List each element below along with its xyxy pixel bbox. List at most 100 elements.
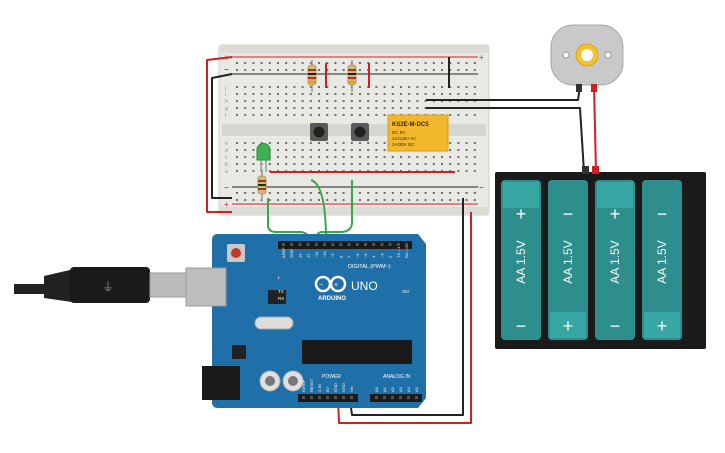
bb-hole bbox=[260, 86, 263, 88]
wire-black-relay-battery[interactable] bbox=[426, 107, 585, 173]
header-pin[interactable] bbox=[339, 243, 343, 246]
bb-hole bbox=[236, 100, 238, 102]
header-pin[interactable] bbox=[350, 396, 353, 399]
bb-hole bbox=[424, 107, 427, 109]
rail-hole bbox=[359, 199, 361, 201]
wire-red-left[interactable] bbox=[206, 56, 233, 213]
header-pin[interactable] bbox=[347, 243, 351, 246]
digital-pin-label: 13 bbox=[297, 253, 302, 258]
header-pin[interactable] bbox=[396, 243, 400, 246]
bb-hole bbox=[252, 156, 255, 158]
svg-text:+: + bbox=[334, 282, 338, 289]
header-pin[interactable] bbox=[314, 243, 318, 246]
header-pin[interactable] bbox=[405, 243, 408, 246]
rail-hole bbox=[236, 69, 238, 71]
wire-red-5v[interactable] bbox=[337, 212, 472, 424]
header-pin[interactable] bbox=[415, 396, 418, 399]
rail-hole bbox=[293, 192, 296, 194]
header-pin[interactable] bbox=[383, 396, 386, 399]
header-pin[interactable] bbox=[323, 243, 326, 246]
header-pin[interactable] bbox=[282, 243, 285, 246]
header-pin[interactable] bbox=[342, 396, 345, 399]
usb-port[interactable] bbox=[185, 267, 227, 307]
relay[interactable]: KS2E-M-DC5 DC 5V 1A/125V AC 2A/30V DC bbox=[387, 114, 449, 152]
rail-hole bbox=[301, 192, 304, 194]
rail-hole bbox=[326, 69, 329, 71]
arduino-uno[interactable]: − + ARDUINO UNO DIGITAL (PWM~) POWER ANA… bbox=[185, 234, 426, 408]
bb-hole bbox=[408, 93, 411, 95]
header-pin[interactable] bbox=[364, 243, 367, 246]
usb-cable[interactable]: ⏚ bbox=[14, 267, 187, 303]
bb-hole bbox=[432, 156, 435, 158]
bb-hole bbox=[293, 114, 296, 116]
header-pin[interactable] bbox=[331, 243, 335, 246]
header-pin[interactable] bbox=[306, 243, 310, 246]
bb-hole bbox=[383, 93, 386, 95]
bb-hole bbox=[441, 163, 443, 165]
bb-hole bbox=[375, 114, 378, 116]
bb-hole bbox=[342, 142, 345, 144]
rail-hole bbox=[408, 199, 411, 201]
header-pin[interactable] bbox=[372, 243, 376, 246]
resistor-1[interactable] bbox=[307, 60, 317, 92]
rail-hole bbox=[432, 69, 435, 71]
rail-hole bbox=[326, 192, 329, 194]
rail-hole bbox=[277, 62, 279, 64]
wire-red-motor-battery[interactable] bbox=[593, 85, 597, 173]
digital-pin-label: ~5 bbox=[363, 253, 368, 258]
rail-hole bbox=[293, 69, 296, 71]
arduino-model: UNO bbox=[351, 279, 378, 293]
header-pin[interactable] bbox=[380, 243, 384, 246]
digital-pin-label: RX←0 bbox=[404, 245, 409, 258]
digital-header-label: DIGITAL (PWM~) bbox=[348, 264, 391, 270]
bb-hole bbox=[391, 100, 394, 102]
wire-black-left[interactable] bbox=[211, 73, 233, 199]
header-pin[interactable] bbox=[355, 243, 359, 246]
bb-hole bbox=[359, 107, 361, 109]
header-pin[interactable] bbox=[326, 396, 329, 399]
power-pin-label: RESET bbox=[309, 378, 314, 392]
bb-hole bbox=[359, 86, 361, 88]
resistor-2[interactable] bbox=[347, 60, 357, 92]
bb-hole bbox=[236, 142, 238, 144]
dc-motor[interactable] bbox=[550, 24, 624, 92]
bb-hole bbox=[449, 149, 452, 151]
header-pin[interactable] bbox=[375, 396, 378, 399]
row-letter: j bbox=[224, 85, 226, 91]
header-pin[interactable] bbox=[290, 243, 294, 246]
header-pin[interactable] bbox=[318, 396, 321, 399]
bb-hole bbox=[334, 114, 337, 116]
cell-bottom-symbol: + bbox=[563, 316, 574, 336]
bb-hole bbox=[244, 163, 247, 165]
power-jack[interactable] bbox=[202, 366, 240, 400]
header-pin[interactable] bbox=[310, 396, 313, 399]
bb-hole bbox=[367, 100, 370, 102]
header-pin[interactable] bbox=[298, 243, 302, 246]
bb-hole bbox=[293, 93, 296, 95]
header-pin[interactable] bbox=[399, 396, 402, 399]
header-pin[interactable] bbox=[391, 396, 394, 399]
bb-hole bbox=[465, 156, 468, 158]
pushbutton-1[interactable] bbox=[310, 123, 328, 141]
header-pin[interactable] bbox=[302, 396, 305, 399]
rail-hole bbox=[342, 199, 345, 201]
bb-hole bbox=[400, 107, 402, 109]
bb-hole bbox=[424, 86, 427, 88]
bb-hole bbox=[350, 156, 353, 158]
bb-hole bbox=[449, 114, 452, 116]
cell-top-symbol: + bbox=[516, 204, 527, 224]
header-pin[interactable] bbox=[334, 396, 337, 399]
resistor-3[interactable] bbox=[257, 172, 267, 200]
wire-green-2[interactable] bbox=[310, 179, 327, 241]
bb-hole bbox=[375, 86, 378, 88]
green-led[interactable] bbox=[256, 143, 271, 173]
header-pin[interactable] bbox=[388, 243, 392, 246]
header-pin[interactable] bbox=[407, 396, 410, 399]
bb-hole bbox=[252, 149, 255, 151]
bb-hole bbox=[473, 149, 476, 151]
rail-hole bbox=[334, 62, 337, 64]
rail-hole bbox=[285, 192, 288, 194]
rail-hole bbox=[375, 69, 378, 71]
rail-hole bbox=[244, 62, 247, 64]
pushbutton-2[interactable] bbox=[351, 123, 369, 141]
